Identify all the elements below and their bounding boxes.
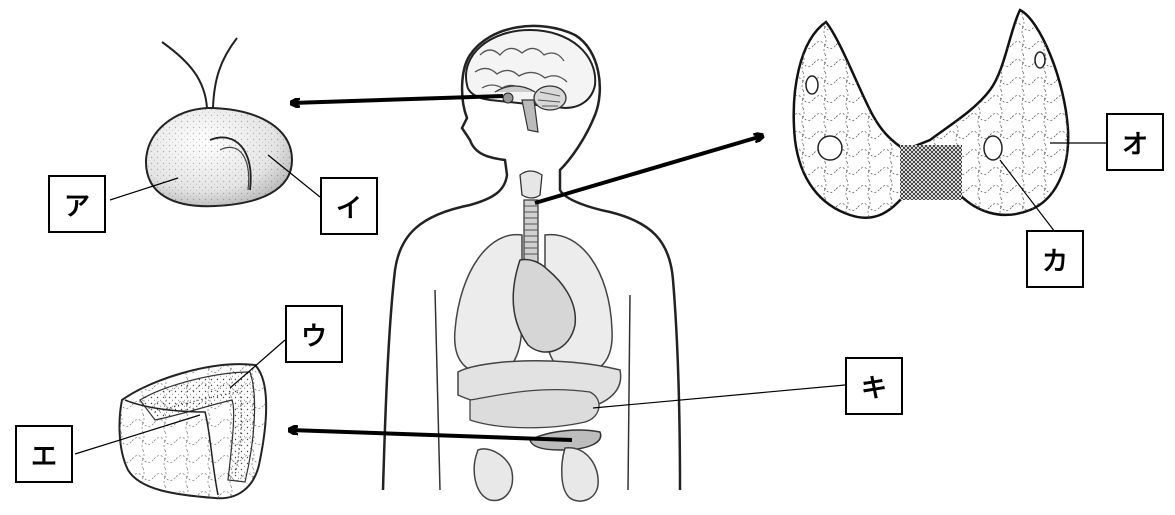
label-ki: キ — [845, 357, 903, 415]
label-i: イ — [320, 177, 378, 235]
label-e: エ — [15, 425, 73, 483]
label-ka: カ — [1026, 230, 1084, 288]
label-a: ア — [48, 175, 106, 233]
label-u: ウ — [285, 305, 343, 363]
adrenal-gland-illustration — [120, 364, 267, 498]
label-o: オ — [1106, 113, 1164, 171]
thyroid-isthmus — [900, 145, 962, 200]
thyroid-gland-illustration — [794, 10, 1068, 218]
